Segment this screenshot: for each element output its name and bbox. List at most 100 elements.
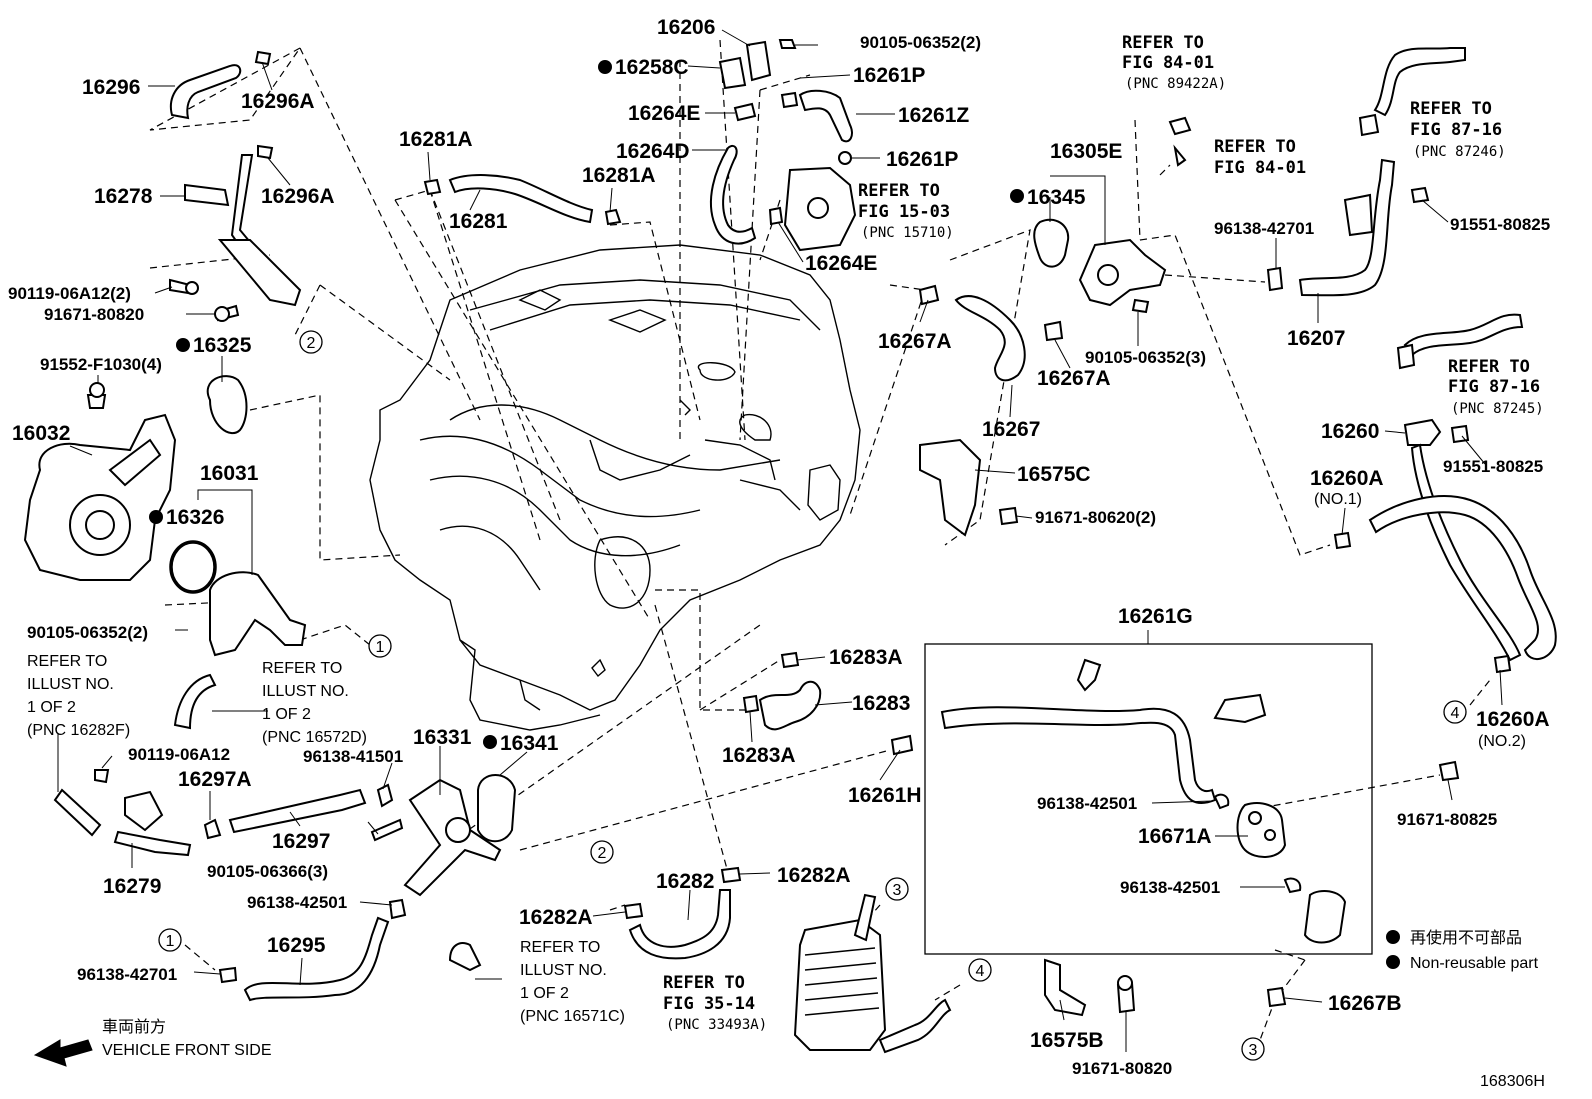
direction-en: VEHICLE FRONT SIDE: [102, 1042, 272, 1059]
part-label: 91671-80820: [44, 305, 144, 324]
part-label: 16031: [200, 462, 259, 485]
svg-text:1: 1: [166, 933, 175, 950]
part-label: 90119-06A12: [128, 745, 230, 764]
ref-fig-84-01: REFER TO FIG 84-01: [1214, 137, 1306, 178]
part-label: 16345: [1027, 186, 1086, 209]
part-label: 16283A: [829, 646, 903, 669]
part-label: 91671-80825: [1397, 810, 1497, 829]
non-reusable-markers: [149, 60, 1400, 969]
svg-text:(PNC 33493A): (PNC 33493A): [666, 1017, 767, 1033]
part-label: 16278: [94, 185, 153, 208]
part-label: 16283: [852, 692, 910, 715]
legend-jp: 再使用不可部品: [1410, 929, 1522, 947]
svg-text:FIG 87-16: FIG 87-16: [1410, 120, 1502, 140]
svg-text:4: 4: [976, 963, 985, 980]
part-label: 16267A: [1037, 367, 1111, 390]
part-label: 16326: [166, 506, 224, 529]
part-label-note: (NO.1): [1314, 491, 1362, 508]
callout-marker: 1: [368, 634, 392, 658]
part-label: 16207: [1287, 327, 1345, 350]
svg-text:REFER TO: REFER TO: [27, 653, 107, 670]
callout-marker: 4: [1443, 700, 1467, 724]
svg-text:1: 1: [376, 639, 385, 656]
ref-fig-35-14: REFER TO FIG 35-14 (PNC 33493A): [663, 973, 767, 1033]
part-label: 16260A: [1476, 708, 1550, 731]
part-label: 16341: [500, 732, 559, 755]
part-label: 16032: [12, 422, 70, 445]
callout-marker: 1: [158, 928, 182, 952]
svg-text:FIG 15-03: FIG 15-03: [858, 202, 950, 222]
svg-text:ILLUST NO.: ILLUST NO.: [27, 676, 114, 693]
callout-marker: 3: [885, 877, 909, 901]
svg-text:(PNC 16572D): (PNC 16572D): [262, 729, 367, 746]
part-label: 16296A: [241, 90, 315, 113]
part-label: 16297: [272, 830, 330, 853]
svg-text:REFER TO: REFER TO: [1410, 99, 1492, 119]
part-label: 16206: [657, 16, 715, 39]
svg-text:(PNC 16571C): (PNC 16571C): [520, 1008, 625, 1025]
callout-marker: 2: [590, 840, 614, 864]
part-label: 91551-80825: [1443, 457, 1543, 476]
svg-text:FIG 87-16: FIG 87-16: [1448, 377, 1540, 397]
part-label: 16281A: [399, 128, 473, 151]
part-label: 90105-06352(3): [1085, 348, 1206, 367]
ref-fig-15-03: REFER TO FIG 15-03 (PNC 15710): [858, 181, 954, 241]
ref-fig-84-01-pnc-89422a: REFER TO FIG 84-01 (PNC 89422A): [1122, 33, 1226, 92]
part-label: 90119-06A12(2): [8, 284, 131, 303]
part-label: 16281: [449, 210, 508, 233]
legend: 再使用不可部品 Non-reusable part: [1410, 929, 1539, 972]
part-label: 91552-F1030(4): [40, 355, 162, 374]
part-label: 96138-42501: [247, 893, 347, 912]
part-label: 16264E: [805, 252, 877, 275]
callout-marker: 3: [1241, 1037, 1265, 1061]
svg-text:(PNC 87246): (PNC 87246): [1413, 144, 1506, 160]
svg-text:REFER TO: REFER TO: [520, 939, 600, 956]
part-label: 16261H: [848, 784, 922, 807]
part-label: 91671-80820: [1072, 1059, 1172, 1078]
diagram-code: 168306H: [1480, 1073, 1545, 1090]
part-label: 16671A: [1138, 825, 1212, 848]
part-label: 16260A: [1310, 467, 1384, 490]
svg-text:(PNC 15710): (PNC 15710): [861, 225, 954, 241]
part-label: 16264D: [616, 140, 690, 163]
part-label: 16267: [982, 418, 1040, 441]
svg-text:REFER TO: REFER TO: [1122, 33, 1204, 53]
part-label: 91551-80825: [1450, 215, 1550, 234]
direction-jp: 車両前方: [102, 1018, 166, 1036]
callout-marker: 4: [968, 958, 992, 982]
part-label: 16264E: [628, 102, 700, 125]
callout-markers: 2 1 1 2 3 4 4 3: [158, 330, 1467, 1061]
part-label: 96138-42701: [1214, 219, 1314, 238]
svg-text:1 OF 2: 1 OF 2: [520, 985, 569, 1002]
svg-text:2: 2: [307, 335, 316, 352]
part-label: 90105-06352(2): [27, 623, 148, 642]
part-label: 16296: [82, 76, 140, 99]
part-label: 16267B: [1328, 992, 1402, 1015]
part-label: 16261P: [853, 64, 925, 87]
callout-marker: 2: [299, 330, 323, 354]
svg-text:FIG 84-01: FIG 84-01: [1214, 158, 1306, 178]
ref-illust-16282f: REFER TO ILLUST NO. 1 OF 2 (PNC 16282F): [27, 653, 130, 739]
part-label: 16296A: [261, 185, 335, 208]
part-label: 16305E: [1050, 140, 1122, 163]
svg-text:4: 4: [1451, 705, 1460, 722]
part-label: 16279: [103, 875, 161, 898]
reference-notes: REFER TO FIG 84-01 (PNC 89422A) REFER TO…: [27, 33, 1544, 1033]
part-label: 16261P: [886, 148, 958, 171]
svg-text:2: 2: [598, 845, 607, 862]
part-label: 16281A: [582, 164, 656, 187]
svg-text:3: 3: [893, 882, 902, 899]
svg-text:REFER TO: REFER TO: [262, 660, 342, 677]
svg-text:REFER TO: REFER TO: [858, 181, 940, 201]
svg-text:FIG 84-01: FIG 84-01: [1122, 53, 1214, 73]
svg-text:REFER TO: REFER TO: [1214, 137, 1296, 157]
part-label-note: (NO.2): [1478, 733, 1526, 750]
part-label: 90105-06352(2): [860, 33, 981, 52]
part-label: 96138-42501: [1120, 878, 1220, 897]
part-label: 16283A: [722, 744, 796, 767]
svg-text:1 OF 2: 1 OF 2: [262, 706, 311, 723]
engine-block: [369, 244, 861, 731]
part-label: 16575B: [1030, 1029, 1104, 1052]
part-label: 16282A: [777, 864, 851, 887]
